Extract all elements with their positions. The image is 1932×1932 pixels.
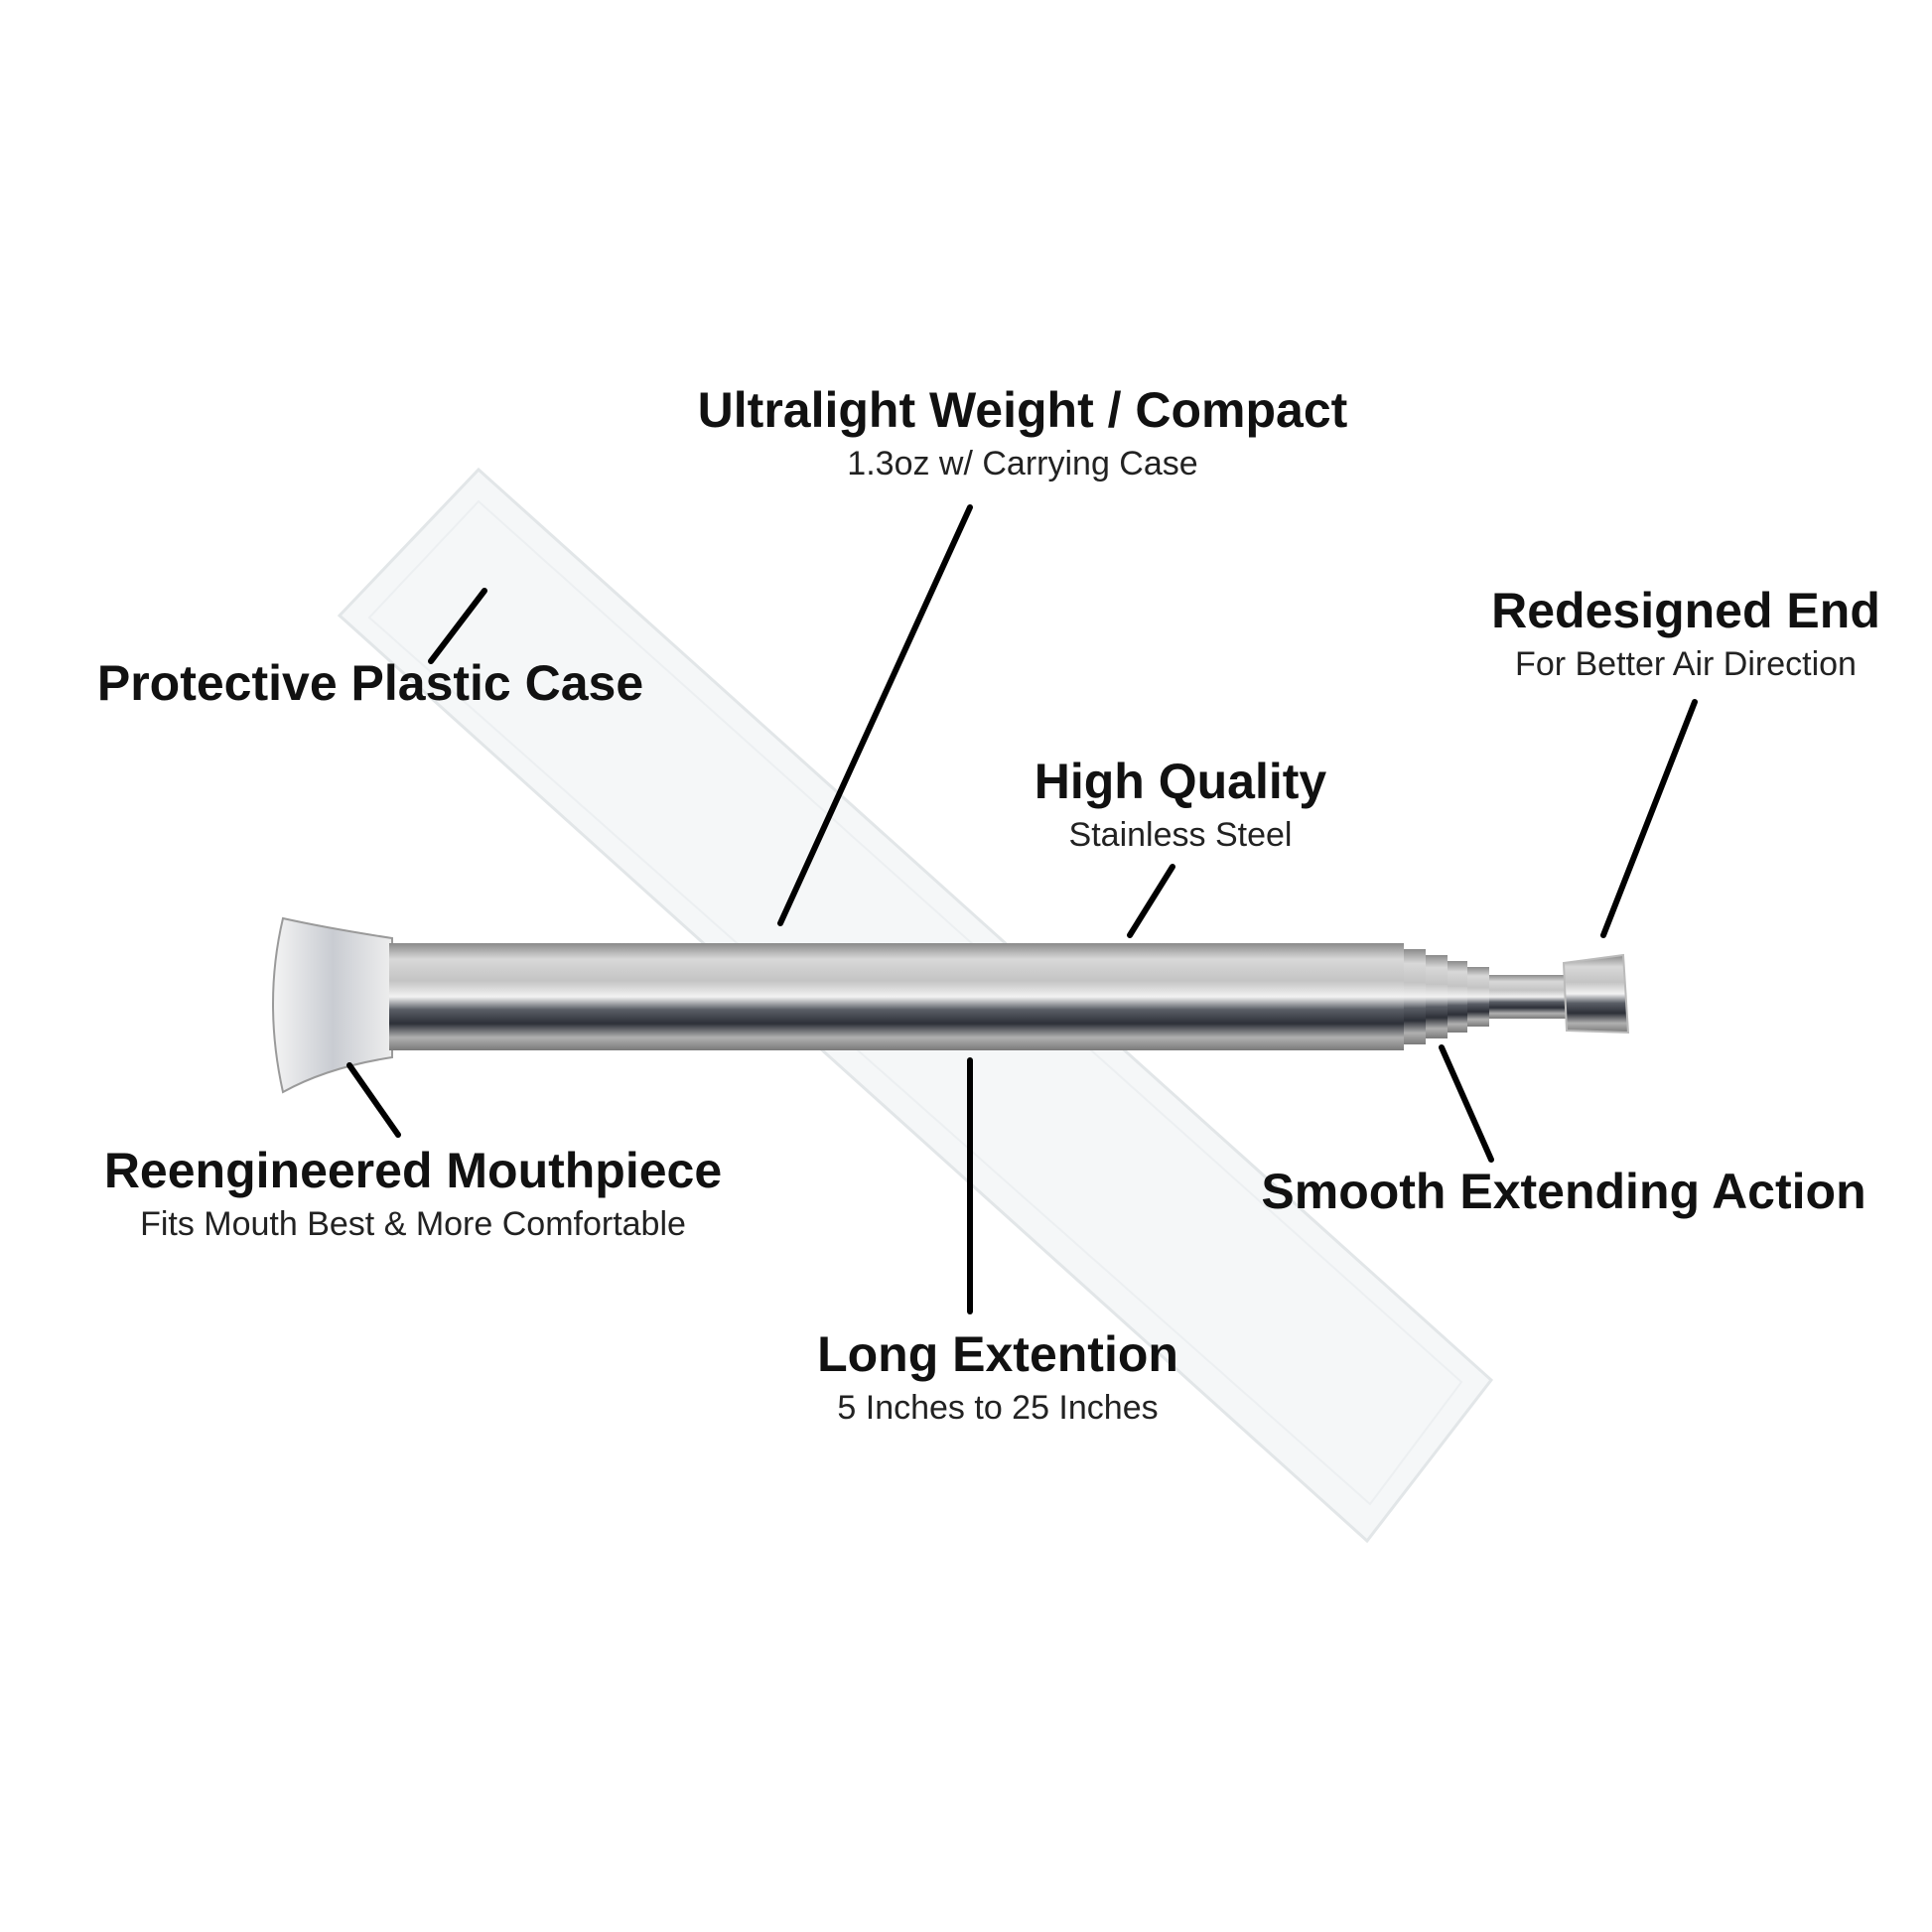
callout-quality: High Quality Stainless Steel bbox=[1035, 757, 1326, 852]
callout-title: Long Extention bbox=[817, 1326, 1178, 1382]
callout-smooth: Smooth Extending Action bbox=[1261, 1167, 1865, 1216]
callout-title: Protective Plastic Case bbox=[96, 655, 644, 711]
callout-subtitle: For Better Air Direction bbox=[1515, 645, 1857, 683]
callout-subtitle: Fits Mouth Best & More Comfortable bbox=[140, 1205, 686, 1243]
end-cap bbox=[1562, 953, 1630, 1035]
callout-ultralight: Ultralight Weight / Compact 1.3oz w/ Car… bbox=[698, 385, 1348, 481]
callout-title: Redesigned End bbox=[1491, 583, 1880, 638]
callout-mouthpiece: Reengineered Mouthpiece Fits Mouth Best … bbox=[104, 1146, 722, 1241]
callout-subtitle: Stainless Steel bbox=[1068, 816, 1293, 854]
callout-case: Protective Plastic Case bbox=[97, 658, 643, 708]
mouthpiece bbox=[272, 916, 393, 1094]
callout-title: Ultralight Weight / Compact bbox=[697, 382, 1348, 438]
callout-lines bbox=[346, 504, 1698, 1314]
telescoping-straw bbox=[272, 916, 1630, 1094]
callout-title: High Quality bbox=[1034, 754, 1327, 809]
main-tube bbox=[389, 943, 1404, 1050]
callout-extension: Long Extention 5 Inches to 25 Inches bbox=[817, 1329, 1178, 1425]
callout-redesigned-end: Redesigned End For Better Air Direction bbox=[1491, 586, 1880, 681]
callout-title: Smooth Extending Action bbox=[1261, 1164, 1866, 1219]
callout-title: Reengineered Mouthpiece bbox=[103, 1143, 723, 1198]
callout-subtitle: 1.3oz w/ Carrying Case bbox=[847, 445, 1198, 483]
callout-subtitle: 5 Inches to 25 Inches bbox=[837, 1389, 1159, 1427]
